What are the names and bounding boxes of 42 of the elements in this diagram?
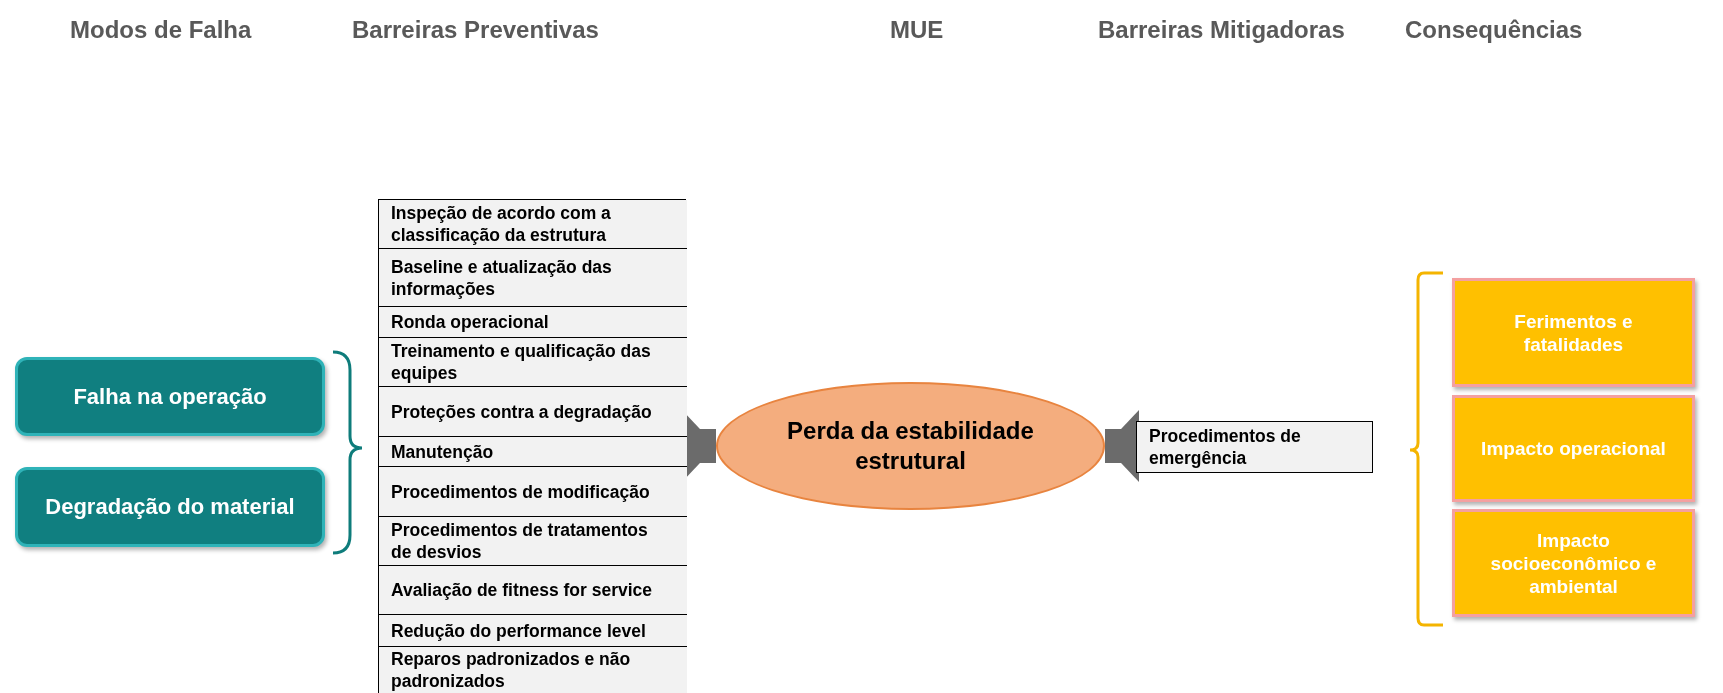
barrier-cell: [379, 517, 687, 566]
event-text: Perda da estabilidade estrutural: [786, 416, 1035, 476]
barrier-text: Proteções contra a degradação: [390, 400, 653, 423]
barrier-text: Ronda operacional: [390, 311, 550, 333]
barrier-table: [378, 199, 686, 693]
barrier-cell: [379, 338, 687, 387]
cause-text: Falha na operação: [72, 383, 268, 410]
barrier-text: Avaliação de fitness for service: [390, 579, 653, 601]
consequence-box: [1452, 278, 1695, 387]
barrier-cell: [379, 467, 687, 517]
barrier-text: Reparos padronizados e não padronizados: [390, 648, 632, 692]
barrier-text: Procedimentos de modificação: [390, 480, 651, 503]
barrier-text: Treinamento e qualificação das equipes: [390, 340, 652, 384]
column-heading: Consequências: [1405, 16, 1583, 44]
cause-box: [15, 467, 325, 547]
column-heading: Barreiras Mitigadoras: [1098, 16, 1345, 44]
column-heading: Barreiras Preventivas: [352, 16, 599, 44]
barrier-text: Redução do performance level: [390, 619, 647, 642]
barrier-cell: [379, 437, 687, 467]
barrier-cell: [379, 566, 687, 615]
barrier-cell: [379, 200, 687, 249]
barrier-text: Procedimentos de tratamentos de desvios: [390, 519, 649, 563]
column-heading: MUE: [890, 16, 944, 44]
column-heading: Modos de Falha: [70, 16, 252, 44]
consequence-text: Impacto socioeconômico e ambiental: [1489, 528, 1658, 598]
consequence-box: [1452, 395, 1695, 502]
cause-box: [15, 357, 325, 436]
consequence-text: Impacto operacional: [1480, 437, 1667, 460]
consequence-text: Ferimentos e fatalidades: [1513, 309, 1634, 356]
block-arrow: [1105, 410, 1139, 482]
barrier-cell: [379, 307, 687, 338]
barrier-text: Inspeção de acordo com a classificação da estrutura: [390, 202, 612, 246]
barrier-cell: [379, 615, 687, 647]
barrier-text: Baseline e atualização das informações: [390, 255, 613, 300]
barrier-text: Procedimentos de emergência: [1148, 425, 1302, 469]
cause-text: Degradação do material: [44, 494, 296, 520]
barrier-cell: [379, 647, 687, 693]
barrier-box: [1136, 421, 1373, 473]
consequence-box: [1452, 509, 1695, 617]
barrier-text: Manutenção: [390, 440, 495, 463]
barrier-cell: [379, 249, 687, 307]
barrier-cell: [379, 387, 687, 437]
